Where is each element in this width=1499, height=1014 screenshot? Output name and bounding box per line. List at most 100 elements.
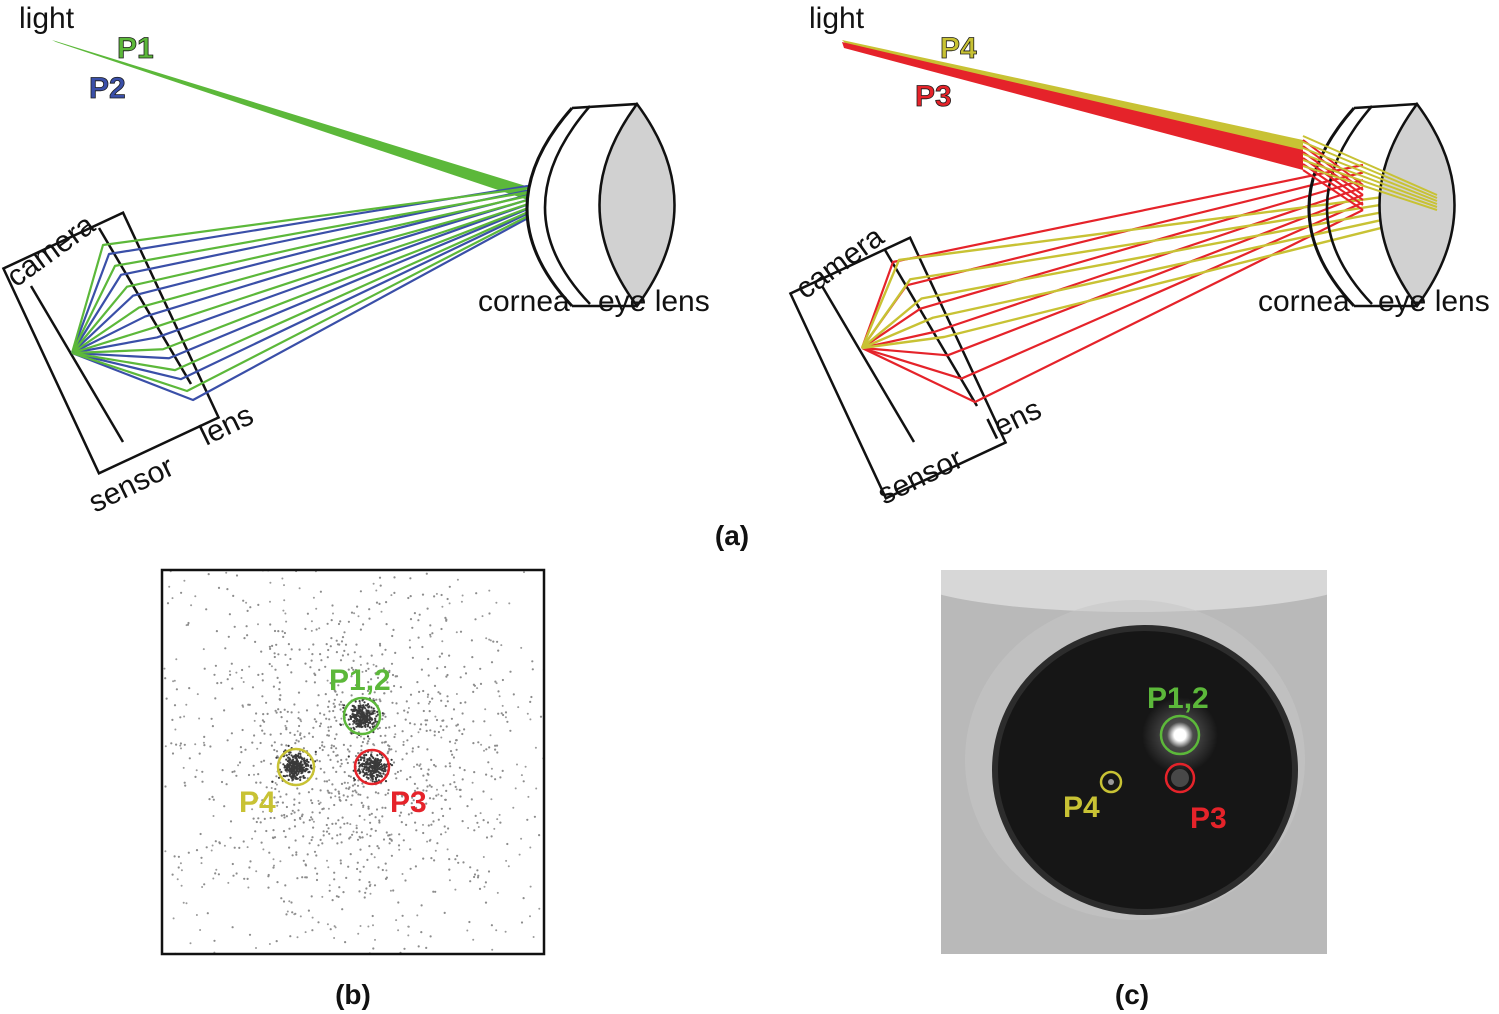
photon-dot	[203, 735, 206, 739]
camera-housing	[1, 211, 221, 475]
p12-label-c: P1,2	[1147, 682, 1209, 715]
photon-dot	[320, 659, 323, 662]
photon-dot	[274, 709, 277, 712]
photon-dot	[317, 694, 320, 697]
photon-dot	[212, 815, 215, 817]
photon-dot	[307, 791, 310, 794]
photon-cluster-dot	[357, 704, 360, 708]
photon-cluster-dot	[363, 759, 366, 762]
photon-dot	[175, 743, 178, 746]
photon-dot	[429, 935, 432, 938]
reflected-ray-p3	[861, 186, 1364, 350]
photon-dot	[426, 696, 429, 698]
photon-dot	[328, 779, 331, 782]
photon-dot	[357, 793, 360, 796]
photon-dot	[337, 819, 340, 822]
photon-dot	[310, 629, 313, 632]
photon-dot	[531, 668, 534, 671]
photon-cluster-dot	[309, 766, 312, 769]
photon-dot	[294, 742, 297, 745]
photon-dot	[428, 784, 431, 787]
photon-dot	[369, 834, 372, 838]
photon-dot	[238, 761, 242, 764]
reflected-rays-right-front	[1302, 135, 1438, 211]
photon-dot	[381, 653, 384, 656]
photon-dot	[485, 748, 488, 751]
photon-cluster-dot	[293, 761, 296, 764]
photon-cluster-dot	[287, 759, 290, 762]
photon-dot	[233, 770, 236, 773]
photon-dot	[268, 943, 271, 945]
photon-dot	[451, 753, 454, 756]
photon-dot	[429, 633, 432, 636]
photon-cluster-dot	[295, 760, 298, 763]
photon-dot	[461, 732, 464, 736]
photon-dot	[395, 919, 398, 922]
photon-dot	[409, 618, 413, 621]
photon-dot	[315, 878, 319, 882]
photon-dot	[387, 788, 390, 792]
photon-dot	[498, 813, 501, 816]
photon-dot	[435, 592, 438, 595]
incoming-light-beam-p1-p2	[52, 40, 528, 200]
photon-cluster-dot	[370, 753, 373, 756]
photon-dot	[332, 709, 335, 713]
photon-dot	[252, 764, 255, 767]
photon-dot	[313, 681, 316, 684]
photon-dot	[405, 778, 409, 781]
photon-dot	[347, 865, 350, 868]
photon-cluster-dot	[306, 758, 309, 761]
photon-dot	[327, 726, 330, 729]
photon-dot	[275, 643, 278, 646]
photon-dot	[336, 760, 339, 763]
photon-dot	[520, 837, 523, 840]
photon-dot	[356, 861, 359, 864]
photon-dot	[190, 604, 193, 607]
photon-cluster-dot	[365, 773, 368, 776]
photon-dot	[403, 709, 406, 712]
photon-dot	[315, 720, 318, 723]
photon-dot	[388, 747, 391, 751]
photon-dot	[482, 790, 485, 793]
photon-cluster-dot	[365, 768, 368, 771]
photon-cluster-dot	[299, 776, 302, 779]
photon-dot	[245, 625, 248, 628]
photon-dot	[351, 784, 355, 787]
photon-dot	[233, 846, 236, 849]
photon-dot	[481, 615, 484, 618]
photon-dot	[265, 701, 268, 704]
photon-dot	[442, 719, 445, 722]
p3-label-b: P3	[390, 786, 427, 819]
photon-dot	[184, 784, 187, 787]
photon-dot	[430, 785, 433, 788]
photon-dot	[334, 795, 337, 798]
photon-dot	[458, 788, 461, 792]
photon-dot	[500, 712, 503, 715]
photon-dot	[483, 749, 485, 752]
photon-cluster-dot	[370, 712, 373, 715]
photon-dot	[350, 675, 353, 678]
photon-dot	[512, 693, 515, 696]
internal-ray-p4	[1302, 135, 1438, 196]
photon-dot	[225, 571, 228, 574]
photon-dot	[330, 637, 333, 640]
photon-dot	[368, 881, 371, 884]
photon-dot	[356, 736, 359, 739]
photon-dot	[308, 732, 311, 735]
photon-dot	[365, 728, 368, 731]
photon-dot	[466, 805, 469, 808]
photon-dot	[338, 796, 341, 799]
photon-dot	[341, 816, 344, 819]
photon-dot	[424, 719, 427, 722]
photon-cluster-dot	[353, 778, 356, 781]
photon-dot	[402, 740, 405, 743]
photon-dot	[368, 617, 371, 620]
photon-cluster-dot	[380, 763, 383, 766]
photon-cluster-dot	[350, 708, 353, 711]
photon-dot	[397, 793, 399, 796]
p3-marker-b	[353, 748, 391, 786]
photon-dot	[322, 807, 325, 810]
photon-dot	[460, 600, 463, 603]
photon-dot	[261, 553, 263, 555]
photon-dot	[326, 923, 329, 926]
